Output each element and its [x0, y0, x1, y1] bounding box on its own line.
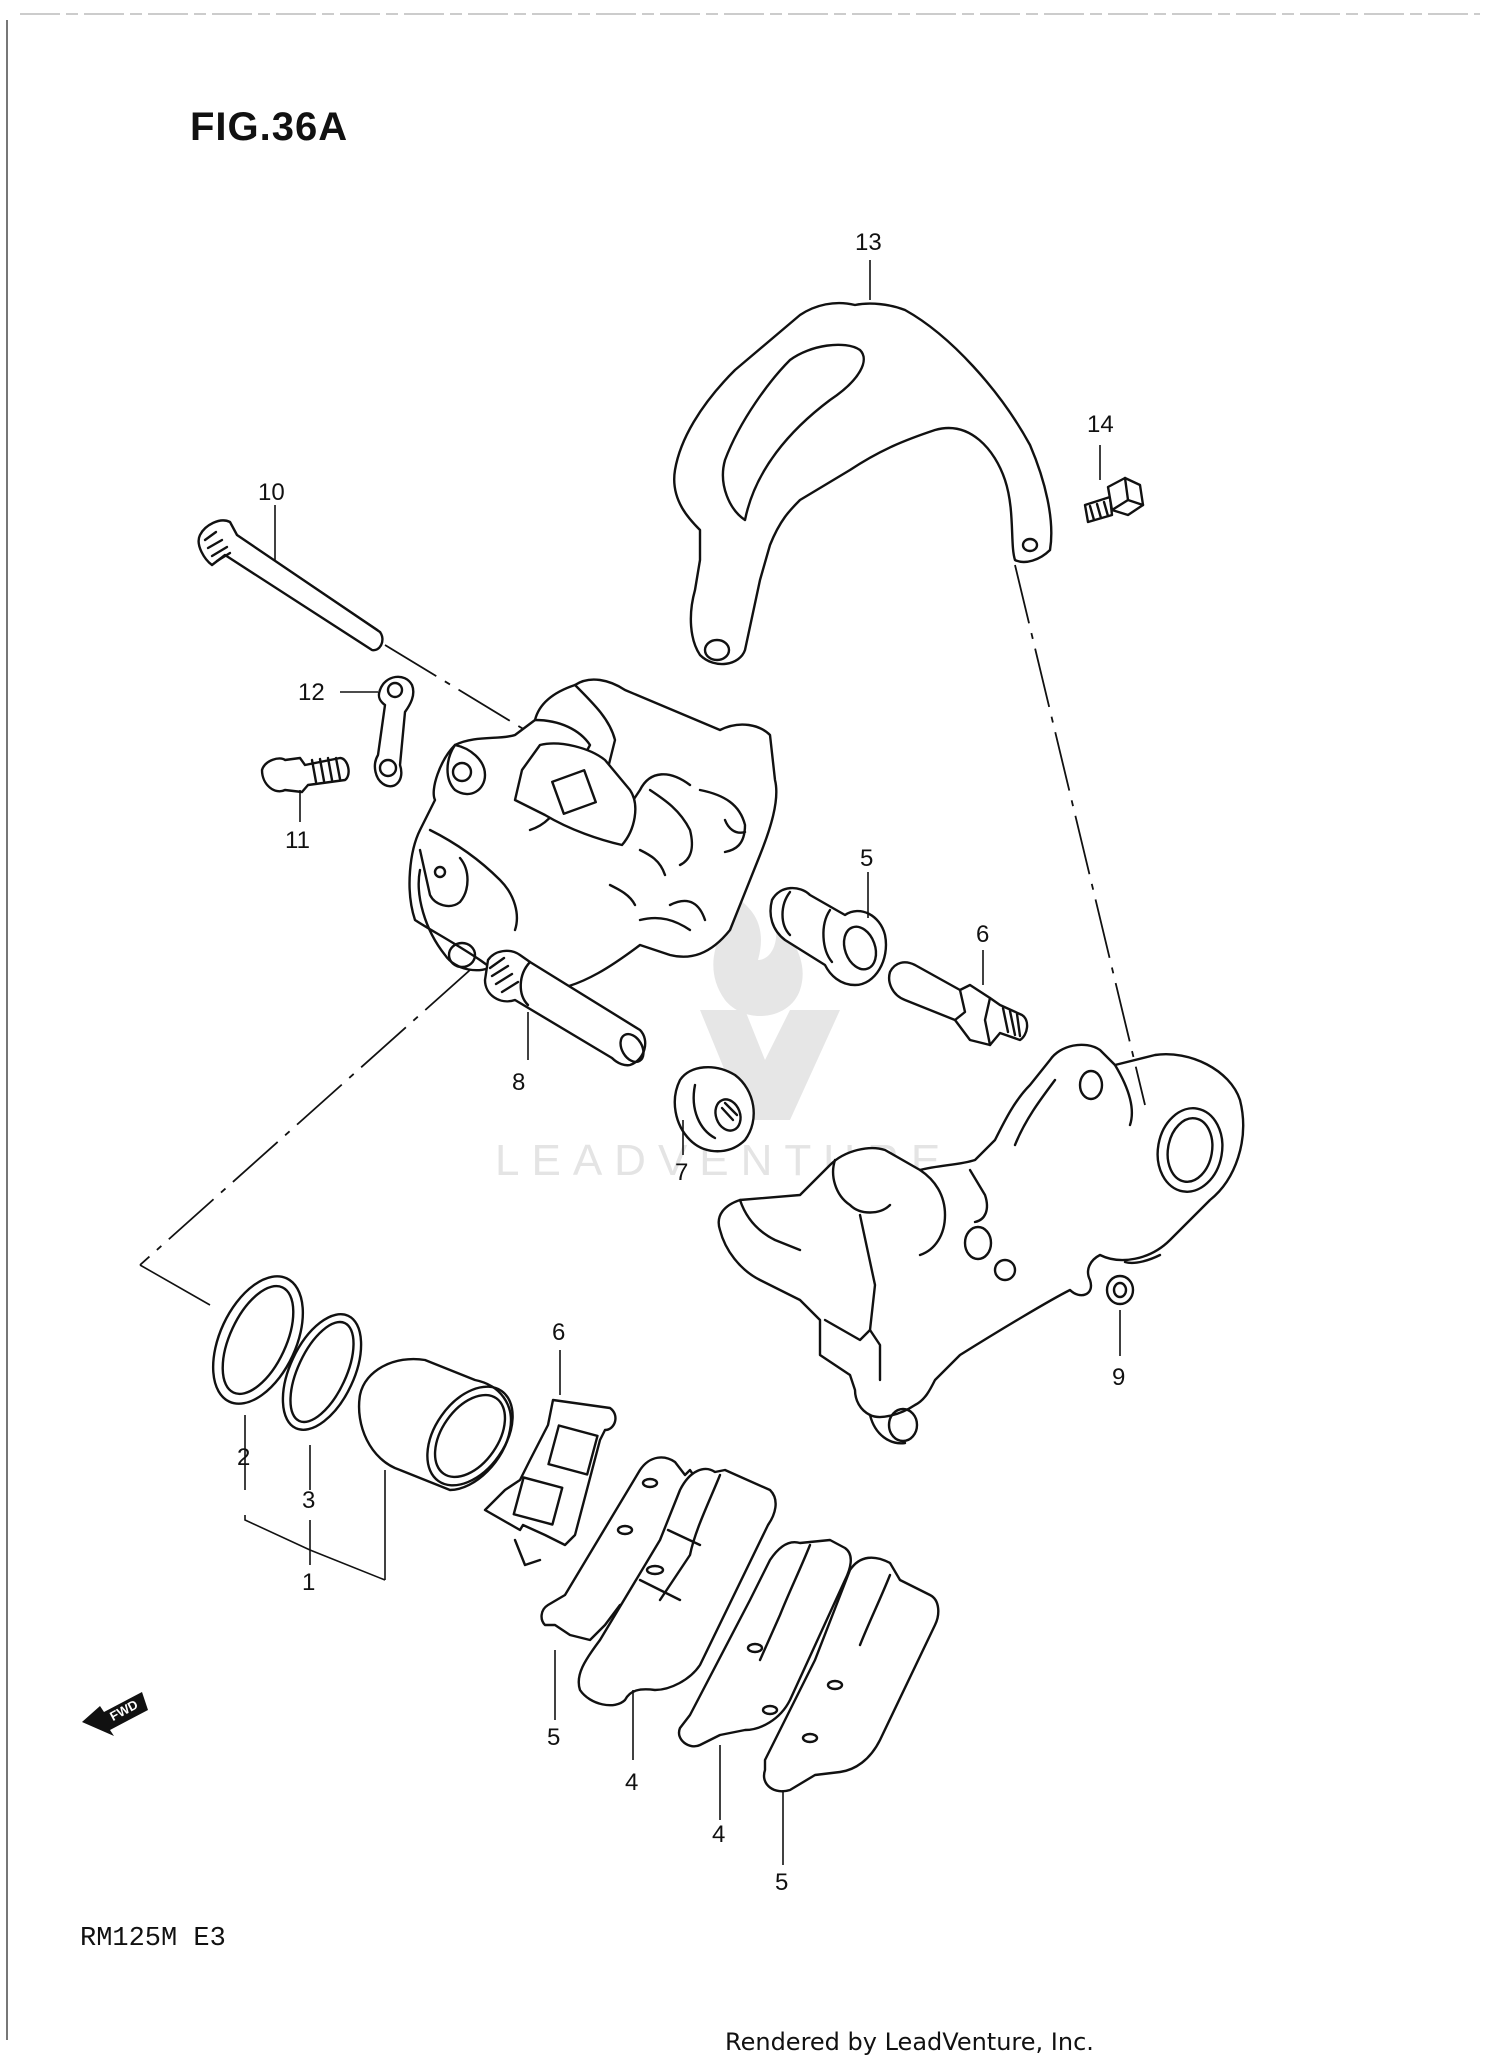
part-15-guard-bracket — [673, 301, 1053, 666]
part-9-boot — [673, 1066, 755, 1153]
callout-1: 1 — [302, 1569, 315, 1596]
callout-7: 5 — [860, 845, 873, 872]
part-10-slide-pin — [483, 949, 647, 1067]
render-credit: Rendered by LeadVenture, Inc. — [725, 2028, 1094, 2056]
part-16-bolt — [1083, 476, 1145, 524]
callout-5b: 5 — [775, 1869, 788, 1896]
piston — [357, 1357, 514, 1492]
callout-12: 10 — [258, 479, 285, 506]
part-14-bleeder-cap — [373, 675, 415, 788]
figure-title: FIG.36A — [190, 105, 348, 149]
forward-direction-arrow: FWD — [82, 1692, 148, 1736]
callout-4a: 4 — [625, 1769, 638, 1796]
callout-2: 2 — [237, 1444, 250, 1471]
callout-9: 7 — [675, 1159, 688, 1186]
part-8-slide-pin — [888, 961, 1029, 1047]
callout-6: 6 — [552, 1319, 565, 1346]
callout-5a: 5 — [547, 1724, 560, 1751]
caliper-body — [408, 678, 778, 992]
callout-14: 12 — [298, 679, 325, 706]
part-12-pin — [197, 519, 384, 652]
callout-13: 11 — [285, 827, 310, 854]
part-3-dust-seal — [281, 1313, 363, 1431]
part-5-shim-rear — [762, 1556, 940, 1793]
model-code: RM125M E3 — [80, 1924, 226, 1954]
part-6-pad-spring — [483, 1398, 617, 1567]
callout-16: 14 — [1087, 411, 1114, 438]
callout-10: 8 — [512, 1069, 525, 1096]
part-4-pad-front — [577, 1467, 777, 1707]
part-11-caliper-bracket — [717, 1043, 1245, 1445]
callout-11: 9 — [1112, 1364, 1125, 1391]
part-13-bleeder-valve — [260, 756, 350, 794]
callout-3: 3 — [302, 1487, 315, 1514]
callout-15: 13 — [855, 229, 882, 256]
callout-8: 6 — [976, 921, 989, 948]
callout-4b: 4 — [712, 1821, 725, 1848]
part-7-bushing — [769, 886, 888, 987]
part-2-piston-seal — [211, 1275, 305, 1405]
